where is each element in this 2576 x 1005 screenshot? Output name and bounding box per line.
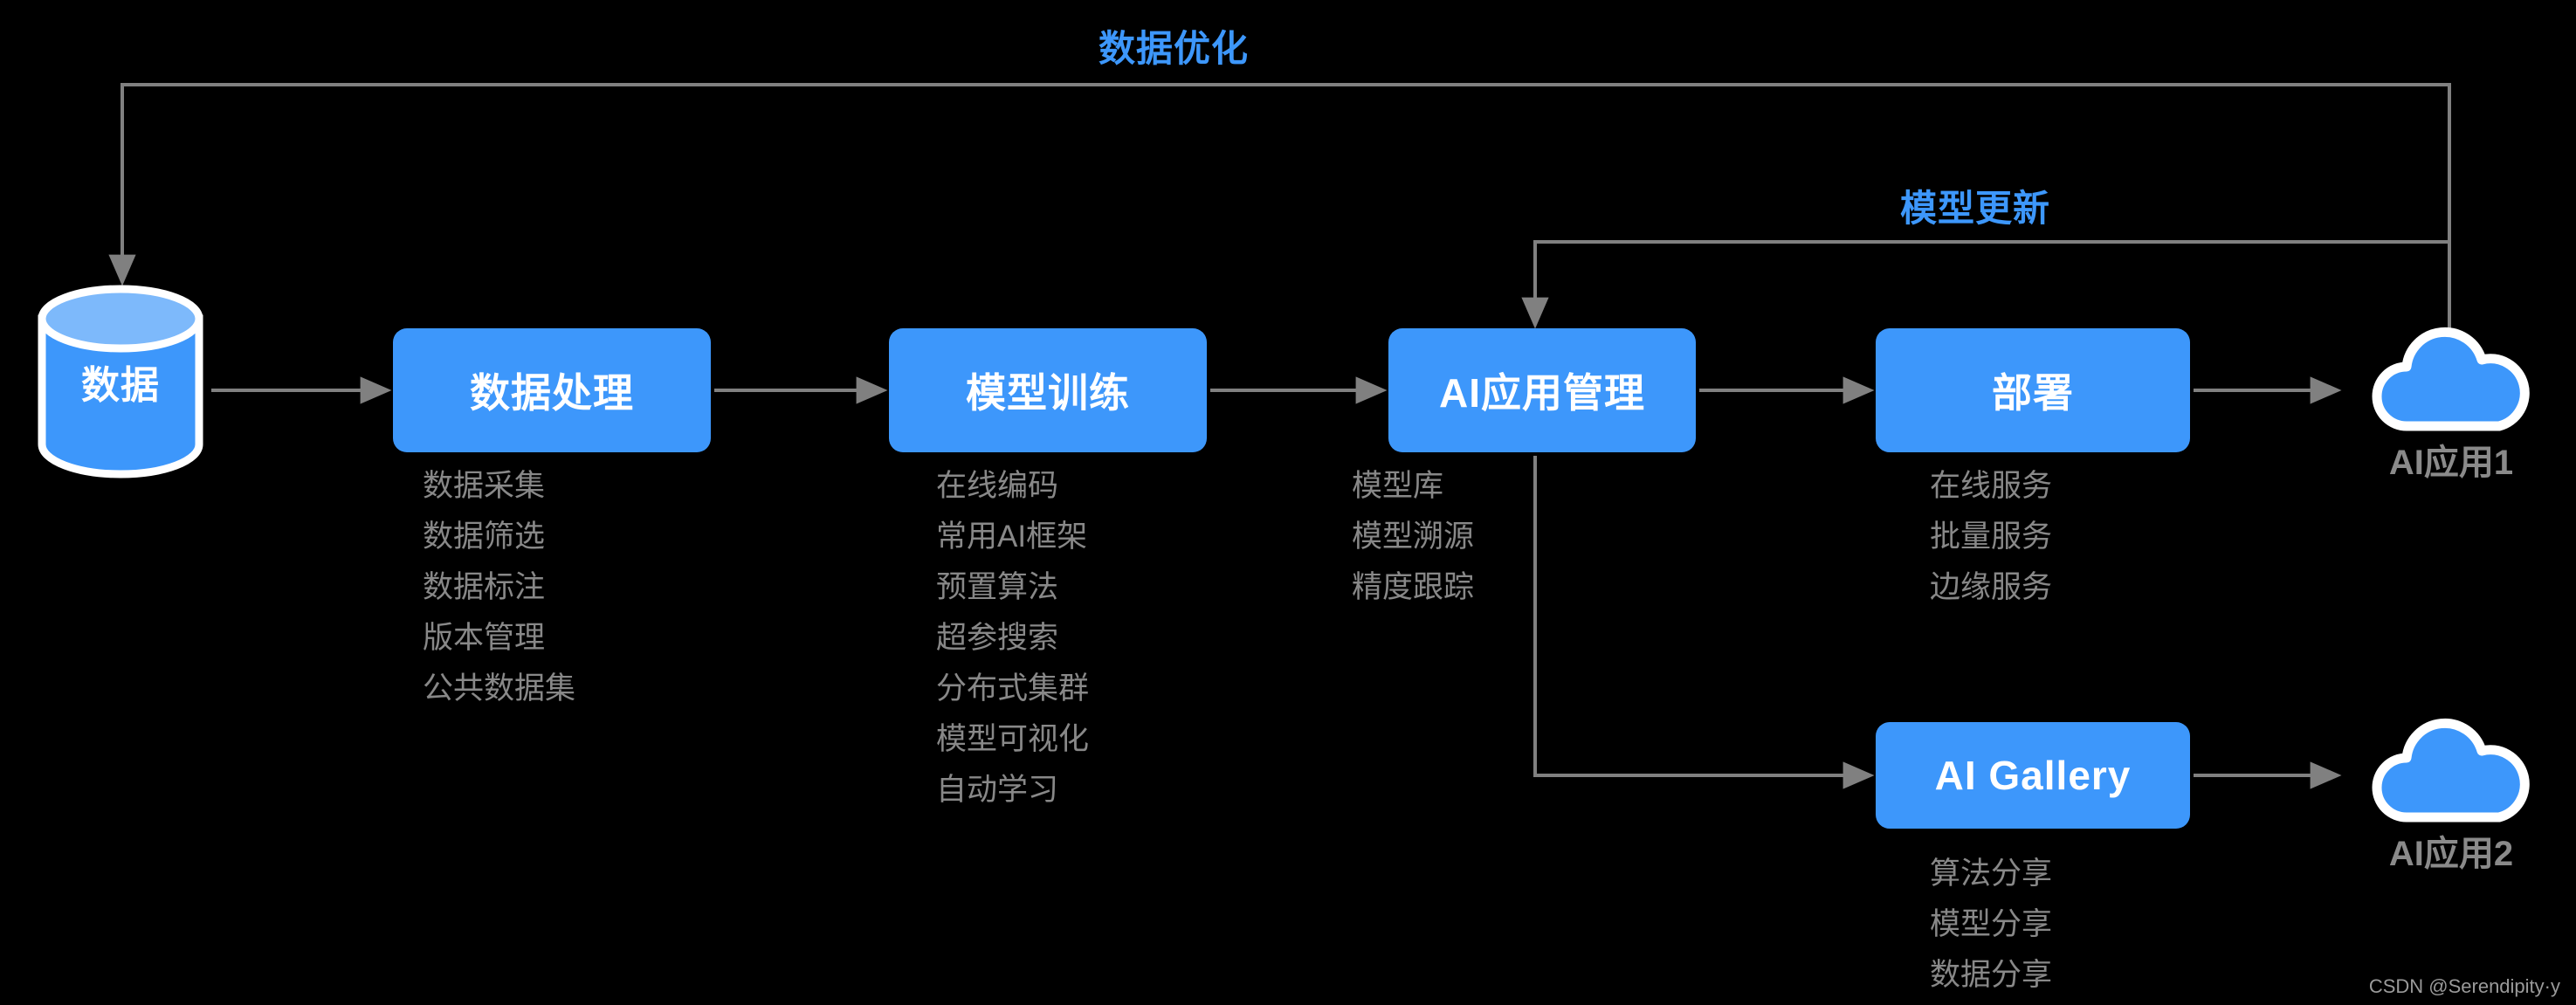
stage-item: 超参搜索 xyxy=(936,621,1059,655)
data-store-cylinder[interactable]: 数据 xyxy=(35,284,206,479)
loop-label-data-optimization: 数据优化 xyxy=(1099,28,1250,69)
stage-title-ai-app-management: AI应用管理 xyxy=(1439,370,1645,416)
stage-box-data-processing[interactable]: 数据处理 xyxy=(393,328,711,452)
stage-box-deployment[interactable]: 部署 xyxy=(1876,328,2190,452)
stage-items-model-training: 在线编码常用AI框架预置算法超参搜索分布式集群模型可视化自动学习 xyxy=(936,461,1089,816)
stage-items-ai-app-management: 模型库模型溯源精度跟踪 xyxy=(1352,461,1474,613)
stage-title-model-training: 模型训练 xyxy=(966,370,1130,416)
stage-item: 模型可视化 xyxy=(936,722,1090,756)
stage-item: 版本管理 xyxy=(423,621,546,655)
stage-items-data-processing: 数据采集数据筛选数据标注版本管理公共数据集 xyxy=(423,461,575,714)
stage-item: 批量服务 xyxy=(1930,520,2053,554)
watermark: CSDN @Serendipity·y xyxy=(2368,975,2560,997)
loop-label-model-update: 模型更新 xyxy=(1900,188,2051,229)
stage-title-deployment: 部署 xyxy=(1992,370,2074,416)
stage-item: 数据采集 xyxy=(423,469,546,503)
stage-item: 常用AI框架 xyxy=(936,520,1088,554)
stage-item: 精度跟踪 xyxy=(1352,570,1475,604)
connector-management-to-gallery xyxy=(1533,456,1875,789)
stage-item: 预置算法 xyxy=(936,570,1059,604)
output-node-ai-app-2[interactable]: AI应用2 xyxy=(2351,714,2552,876)
output-label-ai-app-1: AI应用1 xyxy=(2388,444,2514,482)
stage-item: 在线服务 xyxy=(1930,469,2053,503)
stage-item: 模型溯源 xyxy=(1352,520,1475,554)
stage-item: 自动学习 xyxy=(936,773,1059,807)
stage-items-ai-gallery: 算法分享模型分享数据分享 xyxy=(1930,849,2052,1001)
stage-item: 数据筛选 xyxy=(423,520,546,554)
stage-title-data-processing: 数据处理 xyxy=(470,370,634,416)
stage-item: 算法分享 xyxy=(1930,857,2053,891)
stage-item: 数据标注 xyxy=(423,570,546,604)
cloud-icon xyxy=(2372,327,2530,431)
stage-item: 边缘服务 xyxy=(1930,570,2053,604)
stage-item: 数据分享 xyxy=(1930,958,2053,992)
cylinder-icon xyxy=(38,285,203,478)
stage-box-model-training[interactable]: 模型训练 xyxy=(889,328,1207,452)
output-node-ai-app-1[interactable]: AI应用1 xyxy=(2351,323,2552,485)
stage-item: 分布式集群 xyxy=(936,671,1090,706)
stage-item: 公共数据集 xyxy=(423,671,576,706)
data-store-label: 数据 xyxy=(81,364,160,407)
cloud-icon xyxy=(2372,718,2530,823)
stage-title-ai-gallery: AI Gallery xyxy=(1934,753,2132,798)
stage-item: 在线编码 xyxy=(936,469,1059,503)
stage-box-ai-app-management[interactable]: AI应用管理 xyxy=(1388,328,1696,452)
output-label-ai-app-2: AI应用2 xyxy=(2388,835,2514,873)
stage-item: 模型库 xyxy=(1352,469,1444,503)
connector-data-optimization xyxy=(108,83,2451,286)
stage-items-deployment: 在线服务批量服务边缘服务 xyxy=(1930,461,2052,613)
stage-box-ai-gallery[interactable]: AI Gallery xyxy=(1876,722,2190,829)
stage-item: 模型分享 xyxy=(1930,907,2053,941)
